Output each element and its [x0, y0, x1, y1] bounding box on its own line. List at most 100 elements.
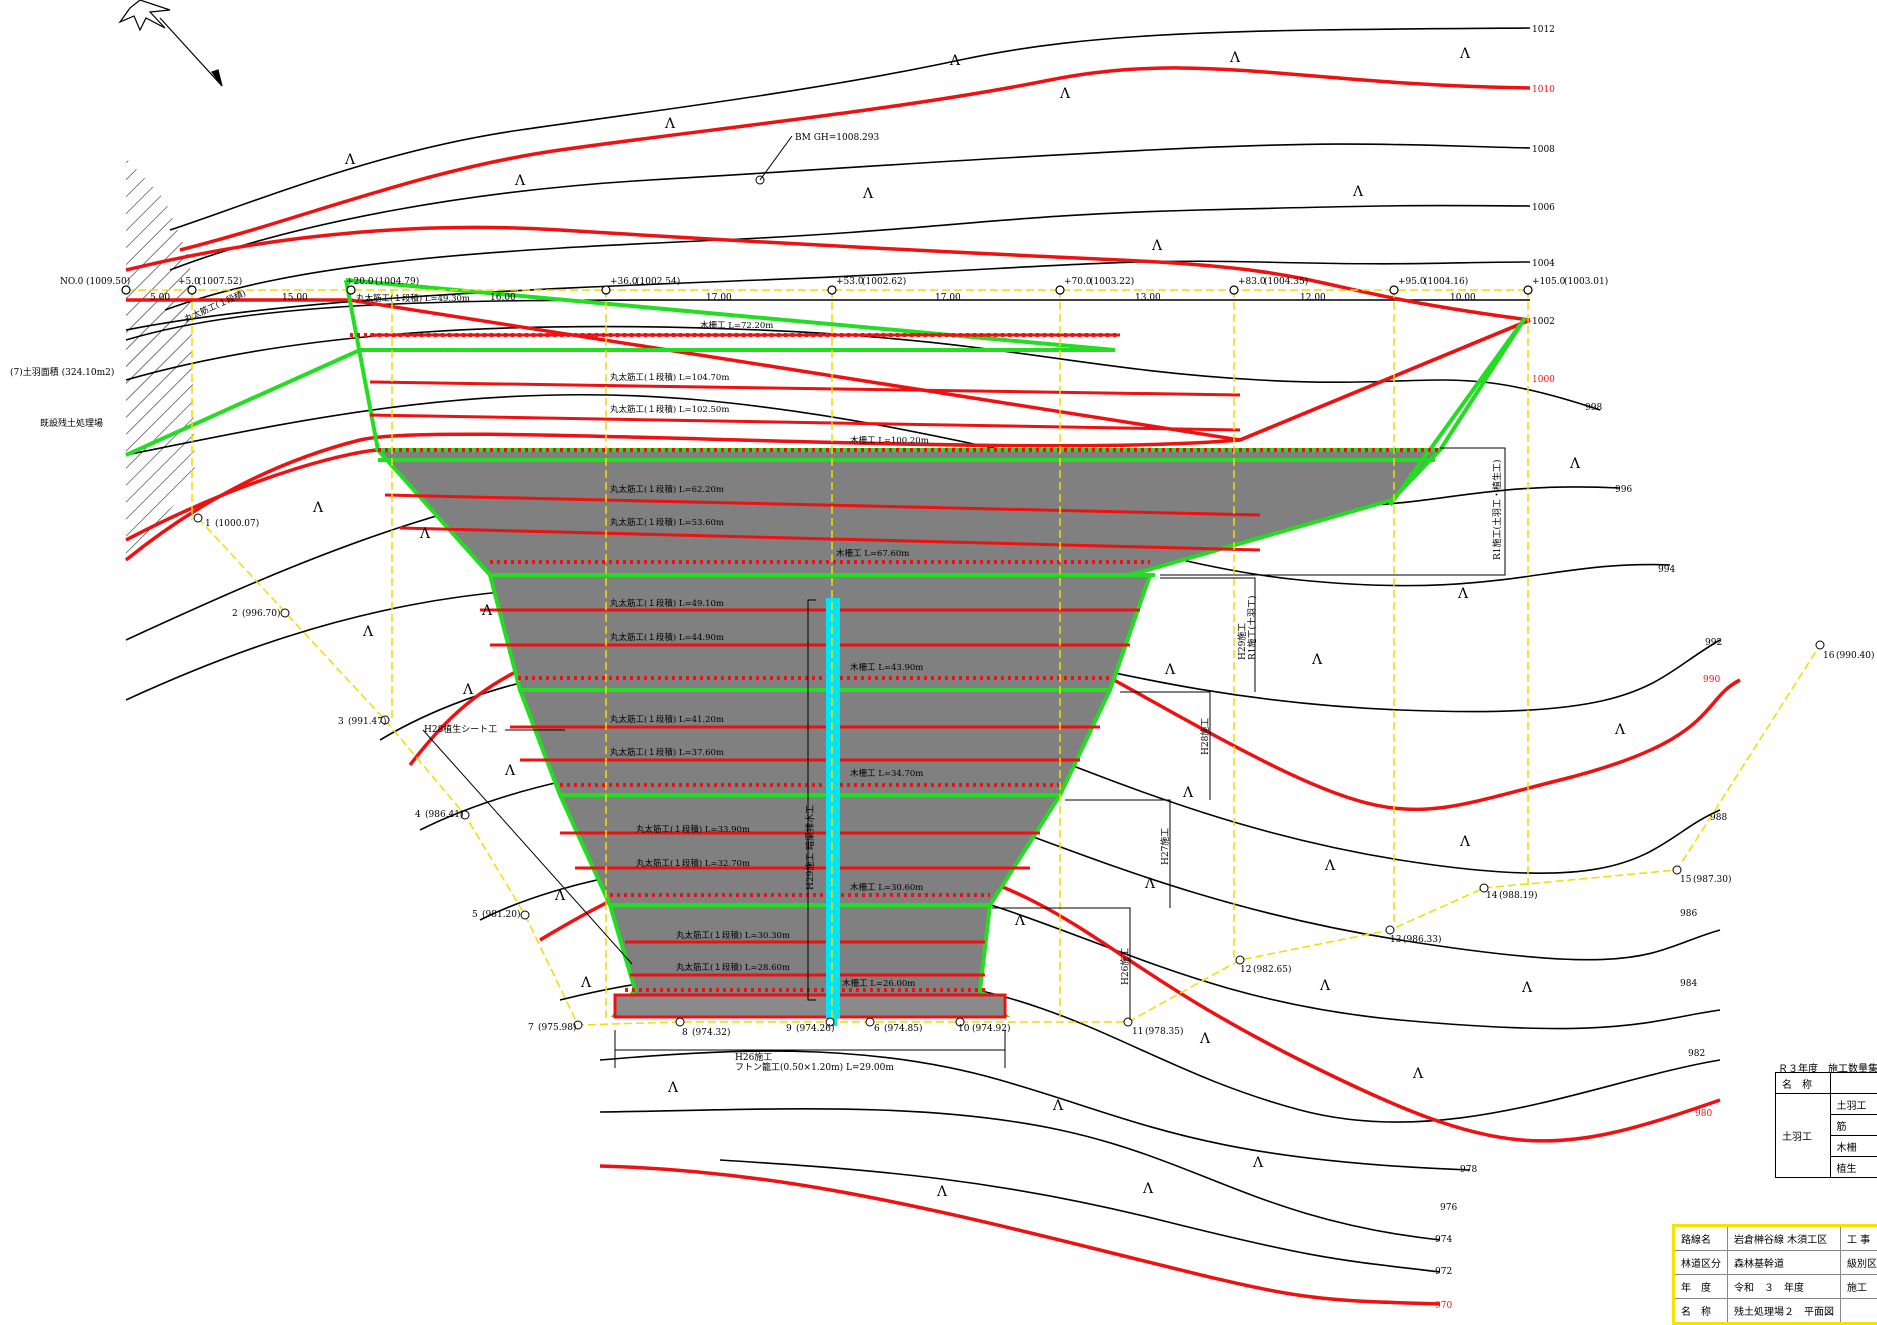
point-id: 2 [232, 609, 238, 619]
span-label: 15.00 [282, 293, 308, 303]
station-elev: (1002.54) [636, 276, 680, 287]
span-label: 5.00 [150, 293, 170, 303]
contour-label: 978 [1460, 1165, 1477, 1175]
svg-text:Λ: Λ [1352, 184, 1364, 200]
point-elev: (986.33) [1403, 934, 1442, 945]
contour-label: 994 [1658, 565, 1675, 575]
title-extra: 工 事 [1841, 1226, 1877, 1251]
span-label: 10.00 [1450, 293, 1476, 303]
title-value: 森林基幹道 [1728, 1251, 1841, 1275]
point-id: 7 [528, 1023, 534, 1033]
work-label: 丸太筋工(１段積) L=30.30m [676, 930, 790, 941]
span-label: 17.00 [706, 293, 732, 303]
svg-text:Λ: Λ [419, 526, 431, 542]
station-elev: (1003.01) [1564, 276, 1608, 287]
svg-text:Λ: Λ [1319, 978, 1331, 994]
point-elev: (1000.07) [215, 518, 259, 529]
contour-label: 974 [1435, 1235, 1452, 1245]
title-label: 路線名 [1674, 1226, 1728, 1251]
point-id: 1 [205, 519, 211, 529]
h29-note: H29施工 [1236, 623, 1248, 660]
svg-text:Λ: Λ [1052, 1098, 1064, 1114]
station-name: +36.0 [610, 277, 638, 287]
svg-text:Λ: Λ [1459, 834, 1471, 850]
qty-category: 土羽工 [1776, 1094, 1831, 1178]
contour-label: 1002 [1532, 317, 1555, 327]
title-value: 令和 ３ 年度 [1728, 1275, 1841, 1299]
work-label: 丸太筋工(１段積) L=102.50m [610, 404, 729, 415]
svg-text:Λ: Λ [1311, 652, 1323, 668]
title-label: 林道区分 [1674, 1251, 1728, 1275]
title-extra: 施工 [1841, 1275, 1877, 1299]
svg-text:Λ: Λ [1614, 722, 1626, 738]
station-name: +83.0 [1238, 277, 1266, 287]
qty-header: 名 称 [1776, 1073, 1831, 1094]
point-id: 3 [338, 717, 344, 727]
title-extra [1841, 1299, 1877, 1324]
svg-text:Λ: Λ [1459, 46, 1471, 62]
qty-row: 筋 [1830, 1115, 1877, 1136]
underdrain [826, 598, 840, 1018]
point-elev: (986.41) [425, 809, 464, 820]
svg-text:Λ: Λ [664, 116, 676, 132]
contour-label: 1008 [1532, 145, 1555, 155]
point-elev: (978.35) [1145, 1026, 1184, 1037]
work-label: 木柵工 L=43.90m [850, 662, 923, 673]
contour-labels: 1012 1010 1008 1006 1004 1002 1000 998 9… [1435, 25, 1727, 1311]
work-label: 丸太筋工(１段積) L=49.10m [610, 598, 724, 609]
contour-label: 972 [1435, 1267, 1452, 1277]
svg-text:Λ: Λ [1412, 1066, 1424, 1082]
point-id: 12 [1240, 965, 1251, 975]
svg-text:Λ: Λ [462, 682, 474, 698]
contour-label: 988 [1710, 813, 1727, 823]
h28-note: H28植生シート工 [424, 723, 497, 735]
title-value: 岩倉榊谷線 木須工区 [1728, 1226, 1841, 1251]
point-id: 11 [1132, 1027, 1143, 1037]
svg-text:Λ: Λ [936, 1184, 948, 1200]
contour-label: 998 [1585, 403, 1602, 413]
contour-label: 986 [1680, 909, 1697, 919]
work-label: 丸太筋工(１段積) L=53.60m [610, 517, 724, 528]
station-elev: (1004.79) [375, 276, 419, 287]
point-id: 5 [472, 910, 478, 920]
contour-label: 1000 [1532, 375, 1555, 385]
point-elev: (990.40) [1836, 650, 1875, 661]
work-label: 丸太筋工(１段積) L=28.60m [676, 962, 790, 973]
work-label: 丸太筋工(１段積) L=104.70m [610, 372, 729, 383]
area-note: (7)土羽面積 (324.10m2) [10, 366, 114, 378]
h26-year: H26施工 [735, 1051, 772, 1063]
station-name: +53.0 [836, 277, 864, 287]
point-elev: (982.65) [1253, 964, 1292, 975]
svg-text:Λ: Λ [1151, 238, 1163, 254]
point-id: 13 [1390, 935, 1402, 945]
work-label: 丸太筋工(１段積) L=62.20m [610, 484, 724, 495]
svg-text:Λ: Λ [481, 603, 493, 619]
work-label: 丸太筋工(１段積) L=33.90m [636, 824, 750, 835]
svg-text:Λ: Λ [1252, 1155, 1264, 1171]
work-label: 木柵工 L=100.20m [850, 435, 929, 446]
svg-text:Λ: Λ [1521, 980, 1533, 996]
svg-text:Λ: Λ [1457, 586, 1469, 602]
point-elev: (974.92) [972, 1023, 1011, 1034]
title-extra: 級別区 [1841, 1251, 1877, 1275]
point-id: 14 [1486, 891, 1498, 901]
point-id: 9 [786, 1024, 792, 1034]
gabion-base [615, 995, 1005, 1017]
work-label: 木柵工 L=34.70m [850, 768, 923, 779]
contour-label: 980 [1695, 1109, 1712, 1119]
bm-note: BM GH=1008.293 [795, 133, 879, 143]
station-elev: (1004.35) [1264, 276, 1308, 287]
title-block: 路線名 岩倉榊谷線 木須工区 工 事 林道区分 森林基幹道 級別区 年 度 令和… [1672, 1224, 1877, 1325]
work-label: 木柵工 L=67.60m [836, 548, 909, 559]
svg-text:Λ: Λ [1569, 456, 1581, 472]
h26-vertical: H26施工 [1119, 948, 1131, 985]
svg-text:Λ: Λ [862, 186, 874, 202]
svg-text:Λ: Λ [1182, 785, 1194, 801]
station-elev: (1003.22) [1090, 276, 1134, 287]
embankment-fill-area [378, 450, 1440, 1015]
point-id: 10 [958, 1024, 970, 1034]
work-label: 木柵工 L=72.20m [700, 320, 773, 331]
point-id: 6 [874, 1024, 880, 1034]
point-id: 8 [682, 1028, 688, 1038]
